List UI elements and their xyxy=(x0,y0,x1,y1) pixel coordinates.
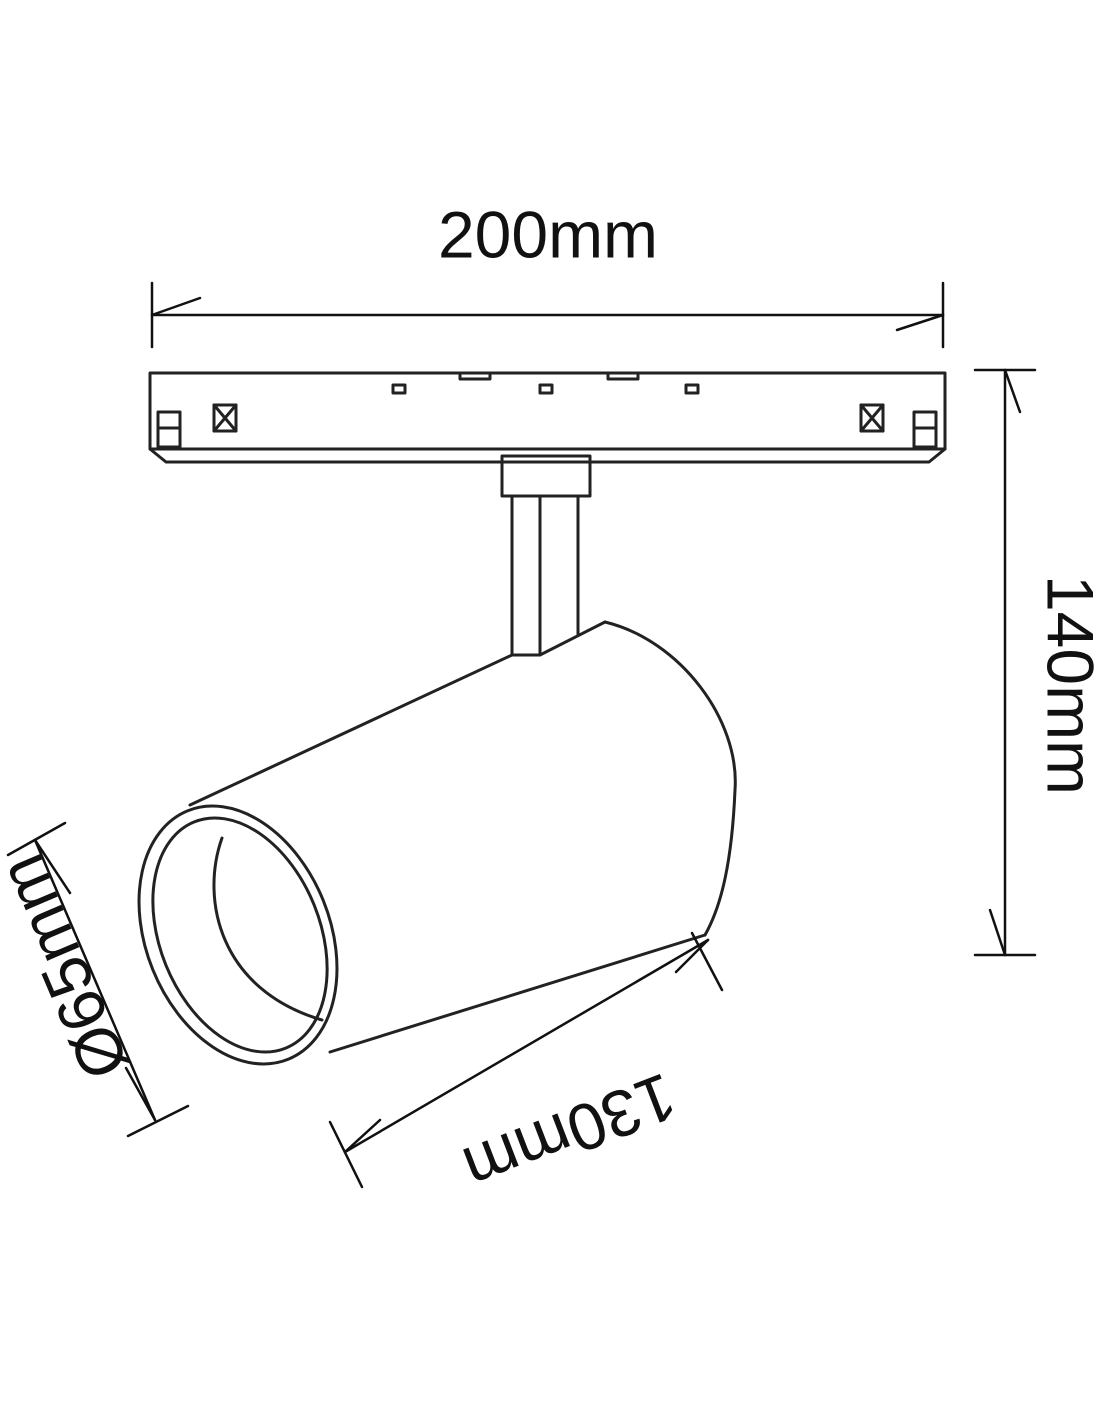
track-notch xyxy=(606,371,640,381)
track-slot xyxy=(391,383,407,395)
height-dimension: 140mm xyxy=(973,368,1100,957)
track-screw-right xyxy=(859,403,885,433)
track-slot xyxy=(538,383,554,395)
connector-block xyxy=(500,454,592,498)
track-notch xyxy=(458,371,492,381)
connector-stem xyxy=(500,454,592,657)
cylinder-bottom-edge xyxy=(328,933,707,1054)
width-label: 200mm xyxy=(438,197,658,271)
diameter-label: Ø65mm xyxy=(0,845,143,1090)
front-rim-outer xyxy=(137,804,339,1066)
height-label: 140mm xyxy=(1034,575,1100,795)
cylinder-back-edge xyxy=(603,620,737,937)
track-slot xyxy=(684,383,700,395)
width-dimension: 200mm xyxy=(150,197,945,349)
diameter-dimension: Ø65mm xyxy=(0,821,190,1138)
length-dimension: 130mm xyxy=(328,931,724,1207)
lens-inner-arc xyxy=(212,836,324,1022)
track-adapter xyxy=(148,371,947,464)
track-screw-left xyxy=(212,403,238,433)
front-rim-inner xyxy=(151,816,329,1054)
length-label: 130mm xyxy=(454,1059,686,1207)
track-body xyxy=(148,371,947,451)
track-bevel xyxy=(148,447,947,464)
spotlight-cylinder xyxy=(137,620,737,1066)
cylinder-top-edge xyxy=(188,620,607,807)
